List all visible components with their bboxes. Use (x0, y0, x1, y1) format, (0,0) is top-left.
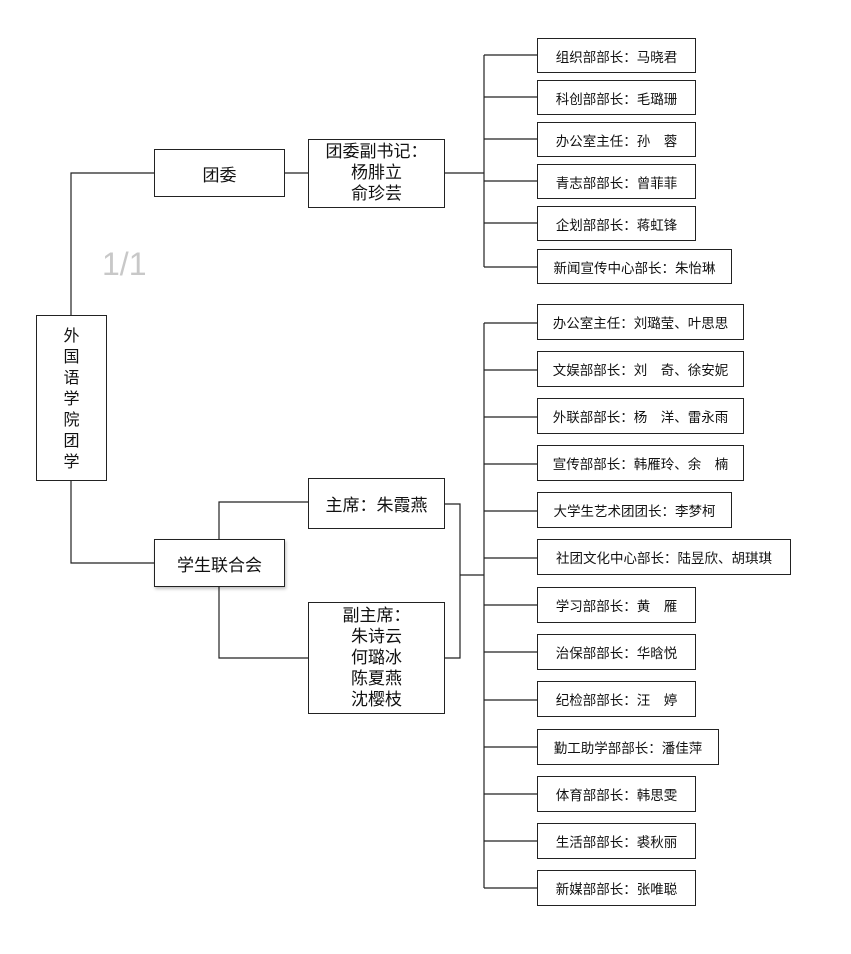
root-char: 国 (63, 346, 80, 366)
student-union-node: 学生联合会 (154, 539, 285, 587)
union-dept-node: 勤工助学部部长：潘佳萍 (537, 729, 719, 765)
root-char: 语 (63, 367, 80, 387)
union-dept-node: 办公室主任：刘璐莹、叶思思 (537, 304, 744, 340)
vice-name: 朱诗云 (351, 626, 402, 647)
tuanwei-dept-node: 青志部部长：曾菲菲 (537, 164, 696, 199)
union-dept-node: 外联部部长：杨 洋、雷永雨 (537, 398, 744, 434)
union-dept-node: 社团文化中心部长：陆昱欣、胡琪琪 (537, 539, 791, 575)
deputy-name: 杨腓立 (351, 163, 402, 183)
union-dept-node: 宣传部部长：韩雁玲、余 楠 (537, 445, 744, 481)
root-char: 学 (63, 451, 80, 471)
tuanwei-dept-node: 新闻宣传中心部长：朱怡琳 (537, 249, 732, 284)
union-dept-node: 纪检部部长：汪 婷 (537, 681, 696, 717)
vice-chair-node: 副主席： 朱诗云 何璐冰 陈夏燕 沈樱枝 (308, 602, 445, 714)
tuanwei-dept-node: 组织部部长：马晓君 (537, 38, 696, 73)
root-char: 学 (63, 388, 80, 408)
root-node: 外 国 语 学 院 团 学 (36, 315, 107, 481)
deputy-title: 团委副书记： (325, 142, 428, 162)
vice-title: 副主席： (342, 605, 411, 626)
root-char: 团 (63, 430, 80, 450)
tuanwei-dept-node: 企划部部长：蒋虹锋 (537, 206, 696, 241)
union-dept-node: 新媒部部长：张唯聪 (537, 870, 696, 906)
tuanwei-dept-node: 办公室主任：孙 蓉 (537, 122, 696, 157)
vice-name: 陈夏燕 (351, 668, 402, 689)
union-dept-node: 治保部部长：华晗悦 (537, 634, 696, 670)
vice-name: 何璐冰 (351, 647, 402, 668)
union-dept-node: 大学生艺术团团长：李梦柯 (537, 492, 732, 528)
union-dept-node: 生活部部长：裘秋丽 (537, 823, 696, 859)
tuanwei-dept-node: 科创部部长：毛璐珊 (537, 80, 696, 115)
tuanwei-deputy-node: 团委副书记： 杨腓立 俞珍芸 (308, 139, 445, 208)
deputy-name: 俞珍芸 (351, 184, 402, 204)
union-dept-node: 体育部部长：韩思雯 (537, 776, 696, 812)
chair-node: 主席：朱霞燕 (308, 478, 445, 529)
root-char: 院 (63, 409, 80, 429)
union-dept-node: 学习部部长：黄 雁 (537, 587, 696, 623)
page-indicator: 1/1 (102, 246, 147, 282)
tuanwei-node: 团委 (154, 149, 285, 197)
vice-name: 沈樱枝 (351, 689, 402, 710)
union-dept-node: 文娱部部长：刘 奇、徐安妮 (537, 351, 744, 387)
root-char: 外 (63, 325, 80, 345)
